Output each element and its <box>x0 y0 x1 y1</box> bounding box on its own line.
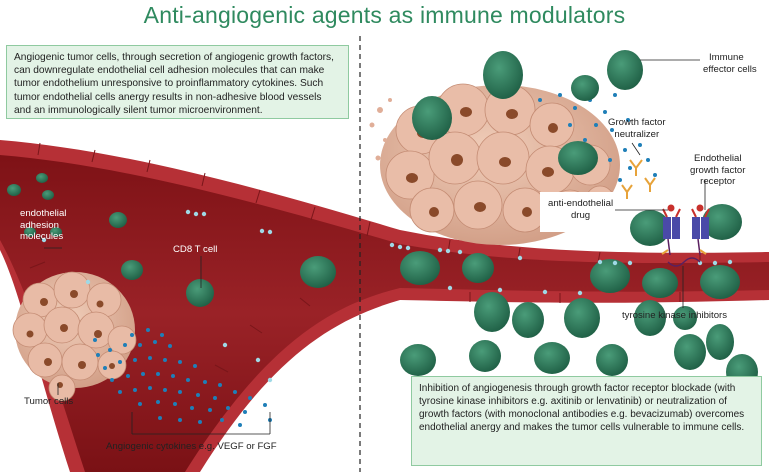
gf-neutralizer-antibodies <box>621 159 656 199</box>
label-tyrosine-kinase-inhibitors: tyrosine kinase inhibitors <box>622 310 728 321</box>
label-endothelial-adhesion: endothelial adhesion molecules <box>20 208 67 242</box>
right-description-box: Inhibition of angiogenesis through growt… <box>411 376 762 466</box>
label-gf-neutralizer: Growth factor neutralizer <box>608 117 666 140</box>
left-description-box: Angiogenic tumor cells, through secretio… <box>6 45 349 119</box>
drug-label-backdrop <box>540 192 620 232</box>
tumor-cluster-left <box>12 271 137 402</box>
adhesion-molecule-dots <box>41 209 733 383</box>
label-egf-receptor: Endothelial growth factor receptor <box>690 153 746 187</box>
label-tumor-cells: Tumor cells <box>24 396 74 407</box>
blood-vessel-lumen <box>0 155 769 472</box>
immune-cells <box>7 50 758 390</box>
egf-receptors <box>661 204 710 267</box>
growth-factor-dots <box>538 93 657 182</box>
leader-lines <box>37 59 706 435</box>
right-description-text: Inhibition of angiogenesis through growt… <box>419 383 745 433</box>
left-description-text: Angiogenic tumor cells, through secretio… <box>14 52 334 116</box>
page-title: Anti-angiogenic agents as immune modulat… <box>143 2 626 28</box>
label-anti-endothelial-drug: anti-endothelial drug <box>548 198 614 221</box>
label-cd8-t-cell: CD8 T cell <box>173 244 218 255</box>
label-immune-effector-cells: Immune effector cells <box>703 52 757 75</box>
label-angiogenic-cytokines: Angiogenic cytokines e.g. VEGF or FGF <box>106 441 277 452</box>
